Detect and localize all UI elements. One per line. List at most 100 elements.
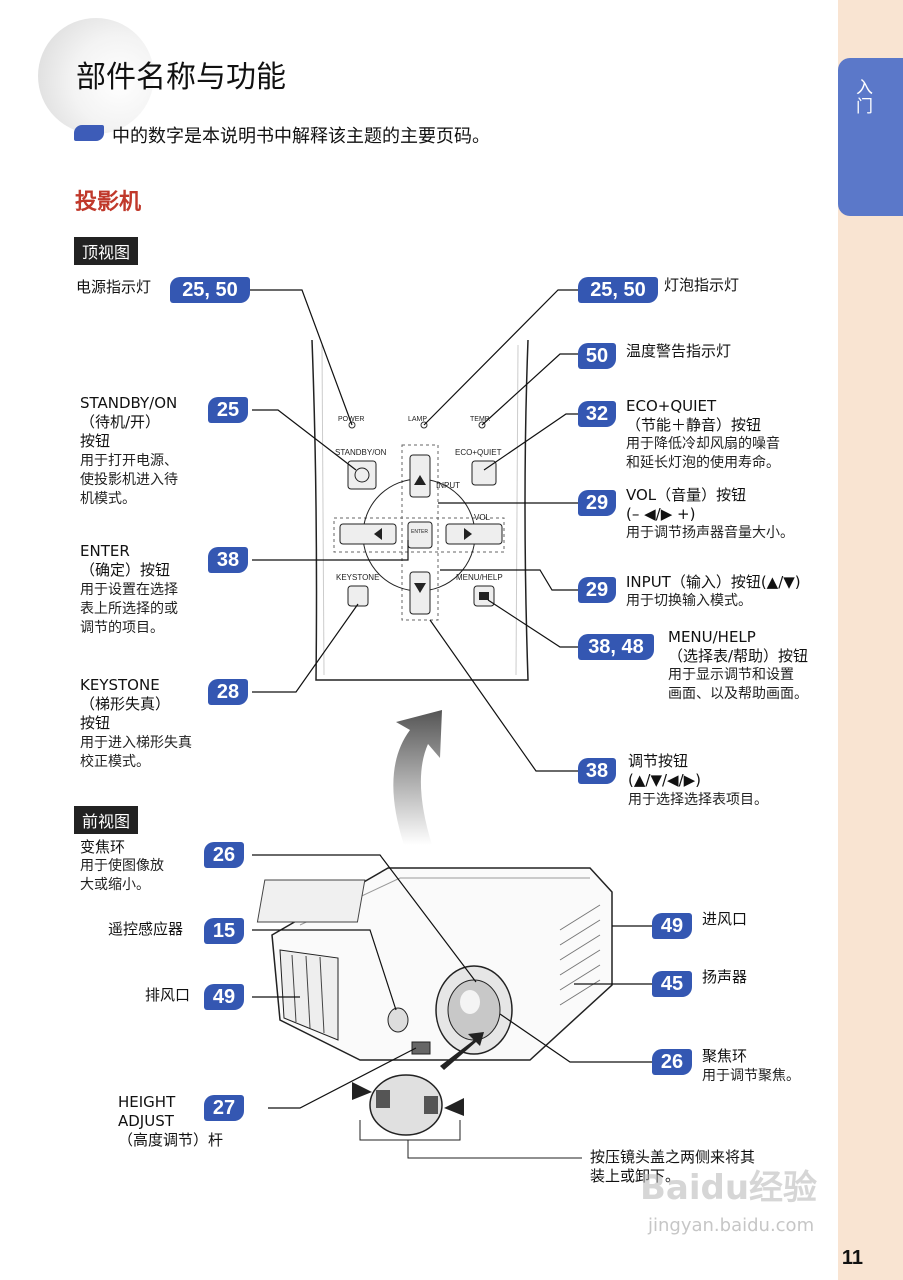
lens-cap-tab (376, 1090, 390, 1108)
standby-desc2: 使投影机进入待 (80, 472, 178, 488)
power-indicator-page-badge[interactable]: 25, 50 (170, 277, 250, 303)
input-desc: 用于切换输入模式。 (626, 593, 752, 609)
temp-indicator-light (478, 421, 486, 429)
remote-sensor-title: 遥控感应器 (108, 920, 184, 938)
standby-desc3: 机模式。 (80, 491, 136, 507)
speaker-page-badge[interactable]: 45 (652, 971, 692, 997)
focus-desc: 用于调节聚焦。 (702, 1068, 800, 1084)
vol-label: VOL (474, 513, 491, 522)
zoom-desc2: 大或缩小。 (80, 877, 150, 893)
height-adjust-title2: ADJUST (118, 1112, 174, 1130)
lamp-indicator-page-badge[interactable]: 25, 50 (578, 277, 658, 303)
exhaust-title: 排风口 (145, 986, 191, 1004)
enter-desc2: 表上所选择的或 (80, 601, 178, 617)
input-buttons-frame (401, 444, 439, 621)
lens-highlight (460, 990, 480, 1014)
standby-title: STANDBY/ON (80, 394, 178, 412)
chapter-tab[interactable] (838, 58, 903, 216)
remote-sensor-page-badge[interactable]: 15 (204, 918, 244, 944)
keystone-title2: （梯形失真） (80, 695, 171, 713)
intake-title: 进风口 (702, 910, 748, 928)
power-indicator-title: 电源指示灯 (76, 278, 152, 296)
menu-icon (479, 592, 489, 600)
press-arrow-icon (352, 1082, 372, 1100)
volume-buttons-frame (333, 517, 505, 553)
press-arrow-icon (444, 1098, 464, 1116)
menu-label: MENU/HELP (456, 573, 503, 582)
temp-indicator-title: 温度警告指示灯 (626, 342, 732, 360)
vol-desc: 用于调节扬声器音量大小。 (626, 525, 794, 541)
standby-title2: （待机/开） (80, 413, 161, 431)
lens-cap-bracket (359, 1120, 461, 1141)
eco-title2: （节能＋静音）按钮 (626, 416, 762, 434)
adjust-desc: 用于选择选择表项目。 (628, 792, 768, 808)
left-arrow-icon (374, 528, 382, 540)
vol-page-badge[interactable]: 29 (578, 490, 616, 516)
lamp-indicator-title: 灯泡指示灯 (664, 276, 740, 294)
menu-page-badge[interactable]: 38, 48 (578, 634, 654, 660)
height-adjust-title: HEIGHT (118, 1093, 176, 1111)
keystone-page-badge[interactable]: 28 (208, 679, 248, 705)
input-page-badge[interactable]: 29 (578, 577, 616, 603)
projector-illustration: POWER LAMP TEMP. STANDBY/ON ECO+QUIET IN… (250, 289, 652, 1159)
keystone-title: KEYSTONE (80, 676, 160, 694)
lens-cap-arrow (440, 1032, 484, 1070)
enter-button (407, 521, 433, 549)
adjust-page-badge[interactable]: 38 (578, 758, 616, 784)
panel-edge-line (321, 344, 325, 676)
down-arrow-icon (414, 583, 426, 593)
keystone-button (347, 585, 369, 607)
menu-desc: 用于显示调节和设置 (668, 667, 794, 683)
menu-desc2: 画面、以及帮助画面。 (668, 686, 808, 702)
lens-cap-tab (424, 1096, 438, 1114)
power-icon (354, 467, 370, 483)
zoom-page-badge[interactable]: 26 (204, 842, 244, 868)
focus-title: 聚焦环 (702, 1047, 748, 1065)
page-badge-legend-icon (74, 125, 104, 141)
lamp-indicator-light (420, 421, 428, 429)
standby-title3: 按钮 (80, 432, 111, 450)
enter-page-badge[interactable]: 38 (208, 547, 248, 573)
standby-desc: 用于打开电源、 (80, 453, 178, 469)
keystone-desc2: 校正模式。 (80, 754, 150, 770)
eco-page-badge[interactable]: 32 (578, 401, 616, 427)
vol-title: VOL（音量）按钮 (626, 486, 747, 504)
right-arrow-icon (464, 528, 472, 540)
control-panel-outline (311, 339, 529, 681)
lens-cap-leader (407, 1140, 582, 1159)
standby-label: STANDBY/ON (335, 448, 387, 457)
exhaust-page-badge[interactable]: 49 (204, 984, 244, 1010)
vol-title2: (– ◀/▶ +) (626, 505, 696, 523)
eco-desc: 用于降低冷却风扇的噪音 (626, 436, 780, 452)
standby-button (347, 460, 377, 490)
menu-title2: （选择表/帮助）按钮 (668, 647, 809, 665)
input-title: INPUT（输入）按钮(▲/▼) (626, 573, 801, 591)
input-label: INPUT (436, 481, 460, 490)
height-adjust-page-badge[interactable]: 27 (204, 1095, 244, 1121)
lens-cap-note: 按压镜头盖之两侧来将其 (590, 1148, 756, 1166)
exhaust-vent (279, 949, 339, 1041)
enter-title: ENTER (80, 542, 130, 560)
focus-page-badge[interactable]: 26 (652, 1049, 692, 1075)
page-title: 部件名称与功能 (76, 60, 286, 95)
temp-indicator-page-badge[interactable]: 50 (578, 343, 616, 369)
view-transition-arrow (393, 710, 442, 845)
right-button (445, 523, 503, 545)
section-title: 投影机 (75, 190, 142, 215)
leader-lines (250, 289, 652, 1109)
top-view-heading: 顶视图 (74, 237, 139, 265)
keystone-title3: 按钮 (80, 714, 111, 732)
enter-label: ENTER (411, 529, 428, 535)
watermark-url: jingyan.baidu.com (648, 1215, 815, 1236)
standby-page-badge[interactable]: 25 (208, 397, 248, 423)
remote-sensor (387, 1007, 409, 1033)
adjust-title: 调节按钮 (628, 752, 689, 770)
eco-title: ECO+QUIET (626, 397, 717, 415)
intake-page-badge[interactable]: 49 (652, 913, 692, 939)
title-decoration (38, 18, 154, 134)
watermark-logo: Baidu经验 (640, 1168, 818, 1208)
chapter-tab-label: 入门 (852, 78, 872, 116)
page-number: 11 (841, 1247, 863, 1269)
eco-button (471, 460, 497, 486)
left-button (339, 523, 397, 545)
